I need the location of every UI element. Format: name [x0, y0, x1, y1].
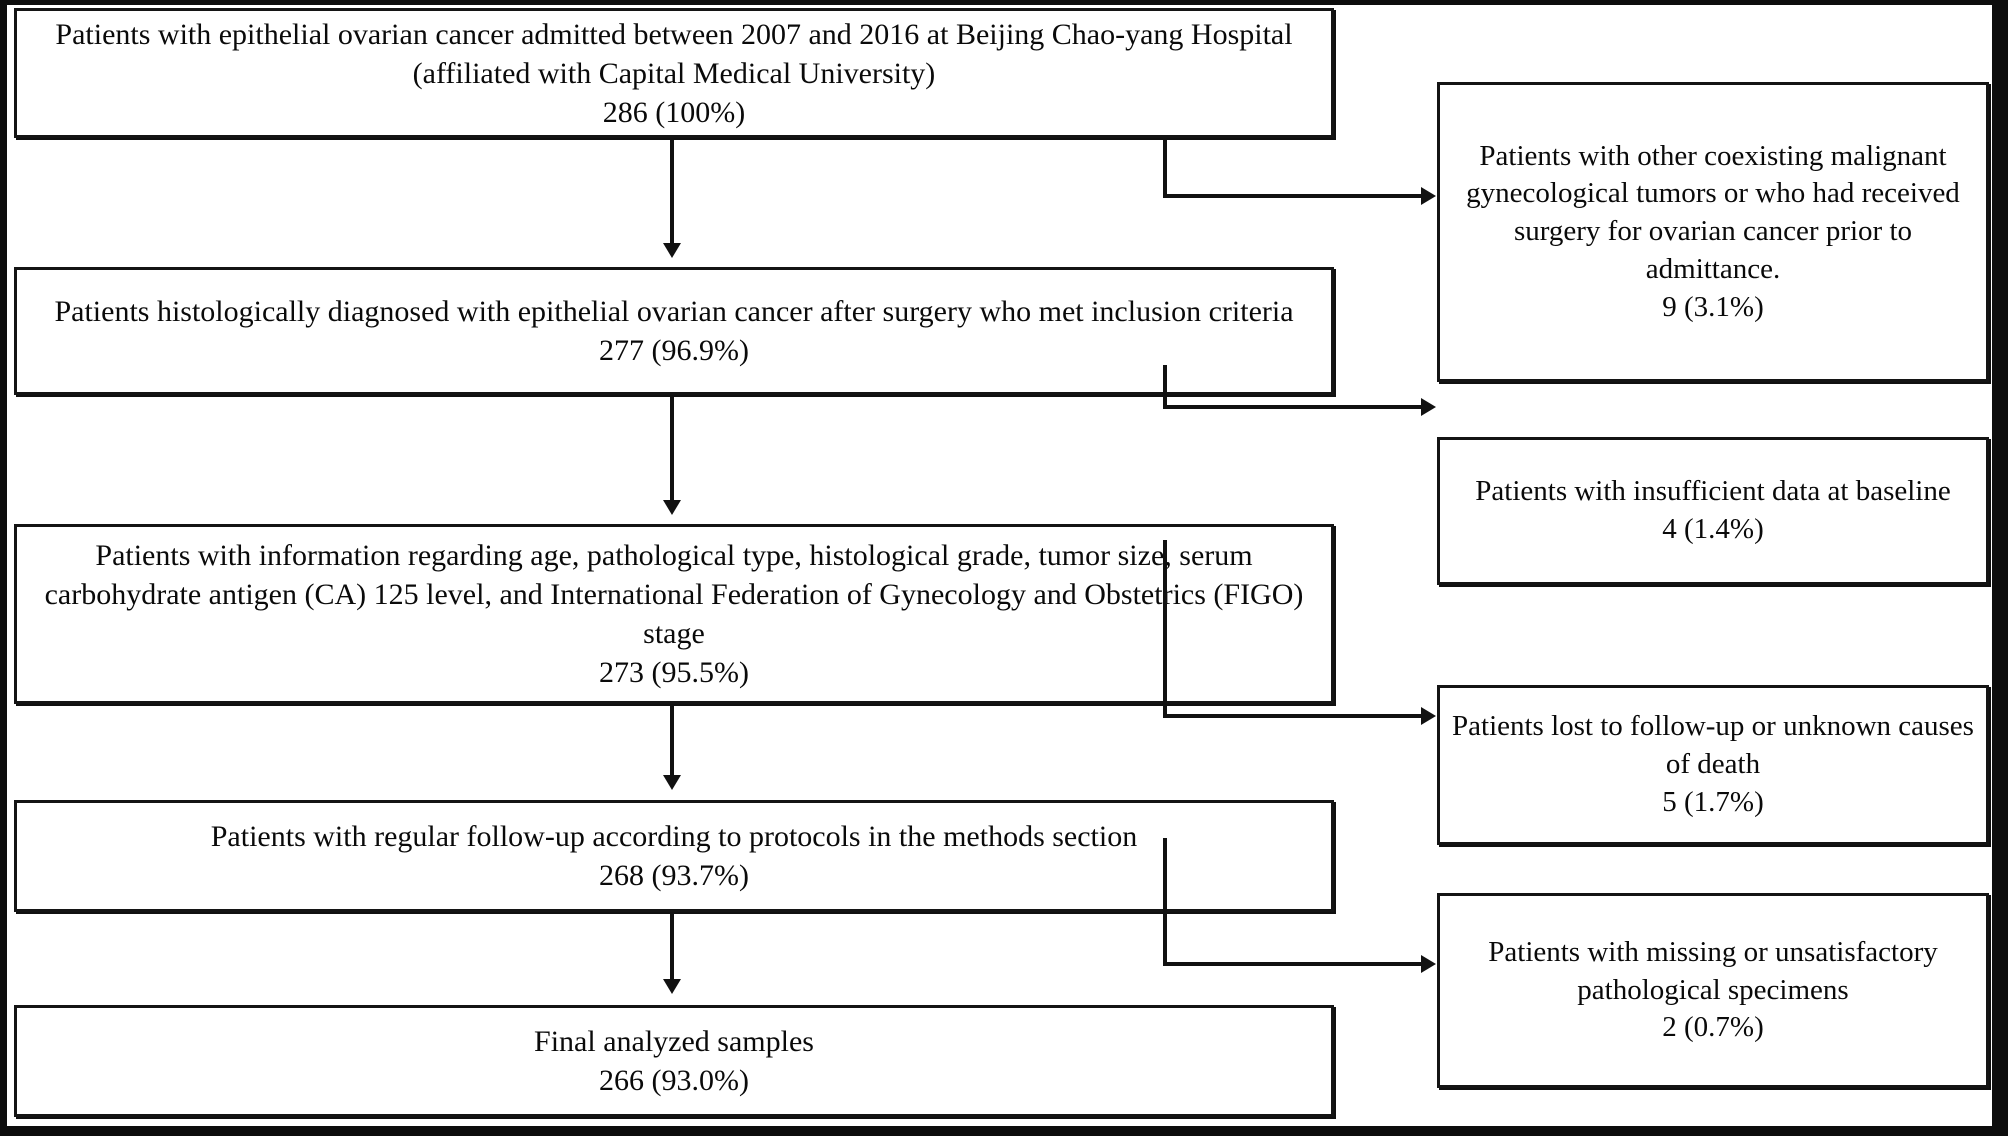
node-insufficient-data-text: Patients with insufficient data at basel…: [1475, 475, 1951, 508]
node-missing-specimens-count: 2 (0.7%): [1662, 1011, 1764, 1044]
node-insufficient-data: Patients with insufficient data at basel…: [1437, 437, 1989, 585]
branch-1-arrowhead: [1421, 187, 1436, 205]
branch-1-vertical: [1163, 138, 1167, 196]
node-histologically-diagnosed: Patients histologically diagnosed with e…: [14, 267, 1334, 395]
node-lost-to-follow-up: Patients lost to follow-up or unknown ca…: [1437, 685, 1989, 845]
node-regular-follow-up-text: Patients with regular follow-up accordin…: [210, 820, 1138, 853]
outer-frame-right: [1992, 0, 2008, 1136]
node-final-samples-count: 266 (93.0%): [599, 1064, 749, 1097]
node-lost-to-follow-up-count: 5 (1.7%): [1662, 785, 1764, 818]
node-coexisting-malignancy-text: Patients with other coexisting malignant…: [1466, 139, 1960, 285]
node-final-samples: Final analyzed samples 266 (93.0%): [14, 1005, 1334, 1117]
branch-2-vertical: [1163, 365, 1167, 409]
node-with-information-text: Patients with information regarding age,…: [44, 539, 1304, 650]
node-admitted-text: Patients with epithelial ovarian cancer …: [55, 17, 1293, 90]
arrowhead-followup-to-final: [663, 979, 681, 994]
node-lost-to-follow-up-text: Patients lost to follow-up or unknown ca…: [1452, 710, 1974, 781]
branch-4-vertical: [1163, 838, 1167, 966]
branch-1-horizontal: [1163, 194, 1423, 198]
node-missing-specimens: Patients with missing or unsatisfactory …: [1437, 893, 1989, 1088]
branch-2-arrowhead: [1421, 398, 1436, 416]
outer-frame-bottom: [0, 1126, 2008, 1136]
node-admitted-count: 286 (100%): [602, 95, 746, 129]
branch-4-arrowhead: [1421, 955, 1436, 973]
branch-3-arrowhead: [1421, 707, 1436, 725]
outer-frame-left: [0, 0, 7, 1136]
branch-4-horizontal: [1163, 962, 1423, 966]
node-with-information-count: 273 (95.5%): [599, 656, 749, 689]
node-histologically-diagnosed-count: 277 (96.9%): [599, 334, 749, 367]
outer-frame-top: [0, 0, 2008, 5]
node-regular-follow-up-count: 268 (93.7%): [599, 859, 749, 892]
arrowhead-information-to-followup: [663, 775, 681, 790]
node-with-information: Patients with information regarding age,…: [14, 524, 1334, 704]
arrowhead-diagnosed-to-information: [663, 500, 681, 515]
node-regular-follow-up: Patients with regular follow-up accordin…: [14, 800, 1334, 912]
node-histologically-diagnosed-text: Patients histologically diagnosed with e…: [54, 295, 1294, 328]
node-insufficient-data-count: 4 (1.4%): [1662, 513, 1764, 545]
branch-2-horizontal: [1163, 405, 1423, 409]
connector-followup-to-final: [670, 912, 674, 982]
node-coexisting-malignancy: Patients with other coexisting malignant…: [1437, 82, 1989, 382]
node-missing-specimens-text: Patients with missing or unsatisfactory …: [1488, 935, 1938, 1006]
node-admitted: Patients with epithelial ovarian cancer …: [14, 8, 1334, 138]
connector-information-to-followup: [670, 704, 674, 778]
arrowhead-admitted-to-diagnosed: [663, 243, 681, 258]
connector-diagnosed-to-information: [670, 395, 674, 503]
connector-admitted-to-diagnosed: [670, 138, 674, 246]
branch-3-horizontal: [1163, 714, 1423, 718]
node-coexisting-malignancy-count: 9 (3.1%): [1662, 290, 1764, 323]
branch-3-vertical: [1163, 540, 1167, 718]
node-final-samples-text: Final analyzed samples: [534, 1025, 814, 1058]
